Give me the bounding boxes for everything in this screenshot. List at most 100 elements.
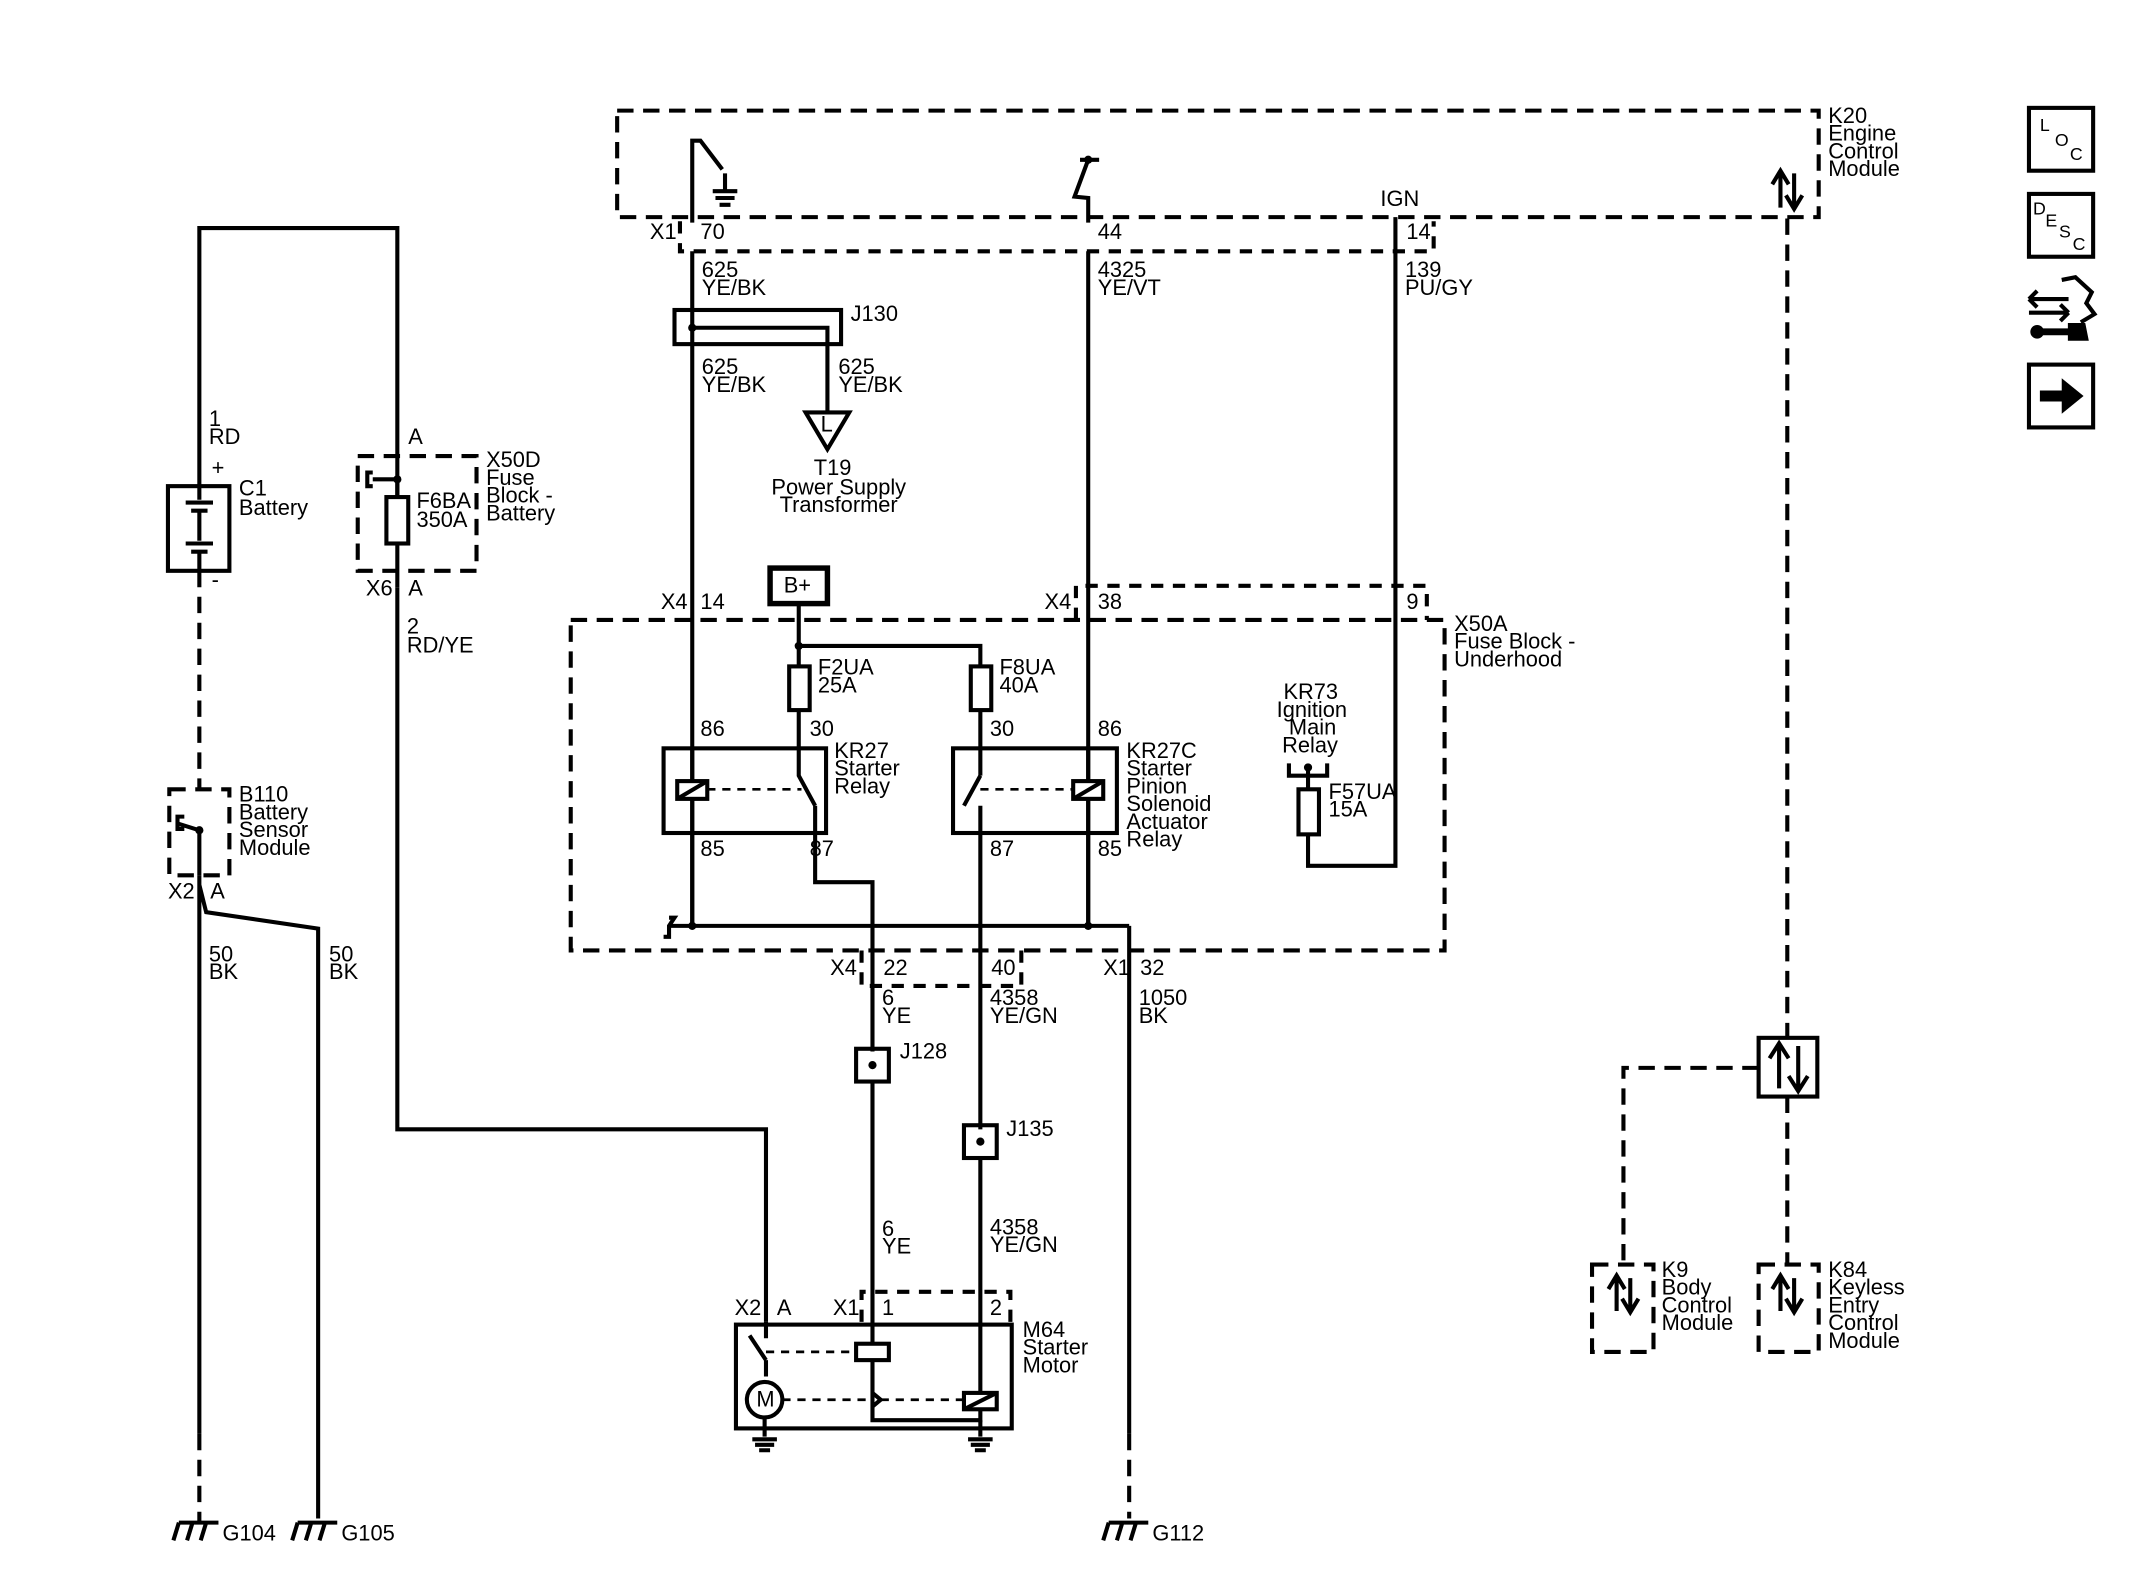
k9-body-control-module: K9 Body Control Module [1589,1257,1733,1354]
svg-text:T19: T19 [814,455,852,480]
svg-text:Underhood: Underhood [1454,646,1562,671]
svg-text:G112: G112 [1152,1520,1204,1545]
svg-text:RD: RD [209,424,241,449]
svg-text:86: 86 [700,716,724,741]
svg-text:D: D [2033,198,2046,218]
next-arrow-button[interactable] [2026,362,2096,430]
svg-text:Relay: Relay [834,773,890,798]
svg-text:Module: Module [1828,1328,1900,1353]
svg-text:625: 625 [838,354,874,379]
svg-text:B+: B+ [784,573,811,598]
svg-text:C: C [2073,234,2086,254]
svg-text:14: 14 [700,589,724,614]
k20-engine-control-module: K20 Engine Control Module IGN [615,103,1900,223]
svg-text:4325: 4325 [1098,257,1147,282]
svg-text:BK: BK [1139,1003,1169,1028]
svg-text:Solenoid: Solenoid [1126,791,1211,816]
svg-text:F57UA: F57UA [1329,779,1397,804]
svg-text:Ignition: Ignition [1277,697,1347,722]
svg-text:X2: X2 [735,1295,762,1320]
loc-button[interactable]: L O C [2026,105,2096,173]
svg-text:X50A: X50A [1454,611,1508,636]
b110-battery-sensor-module: B110 Battery Sensor Module X2 A 50 BK 50… [167,782,359,1519]
svg-text:Motor: Motor [1023,1352,1079,1377]
svg-text:BK: BK [329,959,359,984]
svg-text:PU/GY: PU/GY [1405,275,1473,300]
svg-text:J128: J128 [900,1038,947,1063]
svg-text:Control: Control [1662,1292,1732,1317]
svg-text:Relay: Relay [1126,827,1182,852]
svg-text:C: C [2070,144,2083,164]
svg-text:1: 1 [882,1295,894,1320]
svg-text:K20: K20 [1828,103,1867,128]
svg-text:BK: BK [209,959,239,984]
svg-text:G105: G105 [341,1520,394,1545]
splice-j135: J135 [961,1116,1054,1393]
svg-text:YE/BK: YE/BK [838,372,903,397]
svg-text:2: 2 [407,614,419,639]
svg-text:L: L [2040,115,2050,135]
svg-text:X4: X4 [830,955,857,980]
svg-text:Control: Control [1828,1310,1898,1335]
svg-text:40: 40 [991,955,1015,980]
svg-text:X2: X2 [168,879,195,904]
svg-text:Control: Control [1828,138,1898,163]
svg-text:38: 38 [1098,589,1122,614]
svg-text:4358: 4358 [990,1214,1039,1239]
svg-text:X6: X6 [366,575,393,600]
svg-text:J135: J135 [1006,1116,1053,1141]
svg-text:30: 30 [990,716,1014,741]
svg-text:Battery: Battery [239,799,308,824]
svg-text:Sensor: Sensor [239,817,308,842]
svg-text:F6BA: F6BA [416,488,471,513]
svg-text:YE: YE [882,1003,911,1028]
svg-text:X1: X1 [1103,955,1130,980]
svg-text:Module: Module [239,835,311,860]
m64-starter-motor: X2 A X1 1 2 M M64 Starter Motor [733,1289,1088,1453]
x50a-fuse-block-underhood: X4 14 X4 38 9 X50A Fuse Block - Underhoo… [568,565,1575,1434]
svg-text:O: O [2055,130,2069,150]
svg-text:X1: X1 [833,1295,860,1320]
svg-text:M: M [756,1387,774,1412]
desc-button[interactable]: D E S C [2026,191,2096,259]
svg-text:+: + [212,455,225,480]
svg-text:X1: X1 [650,219,677,244]
connector-wrench-icon[interactable] [2027,275,2098,341]
svg-text:25A: 25A [818,672,857,697]
svg-text:M64: M64 [1023,1317,1065,1342]
svg-text:YE: YE [882,1234,911,1259]
svg-text:-: - [212,567,219,592]
b-plus-supply: B+ [767,565,983,667]
svg-text:Fuse Block -: Fuse Block - [1454,629,1575,654]
svg-text:85: 85 [700,836,724,861]
svg-text:Body: Body [1662,1275,1712,1300]
svg-text:K9: K9 [1662,1257,1689,1282]
svg-text:22: 22 [883,955,907,980]
svg-text:K84: K84 [1828,1257,1867,1282]
svg-text:6: 6 [882,985,894,1010]
splice-j128: J128 [854,1038,947,1352]
svg-text:14: 14 [1406,219,1430,244]
svg-text:70: 70 [700,219,724,244]
svg-text:KR27C: KR27C [1126,738,1196,763]
svg-text:87: 87 [990,836,1014,861]
svg-text:Module: Module [1828,156,1900,181]
svg-text:Entry: Entry [1828,1292,1879,1317]
svg-text:YE/BK: YE/BK [702,275,767,300]
svg-text:RD/YE: RD/YE [407,633,474,658]
ign-label: IGN [1380,186,1419,211]
svg-text:KR73: KR73 [1283,679,1338,704]
svg-text:Transformer: Transformer [780,492,898,517]
svg-text:KR27: KR27 [834,738,889,763]
svg-text:YE/GN: YE/GN [990,1232,1058,1257]
svg-text:A: A [777,1295,792,1320]
serial-data-network [1621,218,1820,1265]
svg-text:Battery: Battery [239,495,308,520]
svg-text:L: L [821,412,833,437]
svg-text:86: 86 [1098,716,1122,741]
kr27c-starter-pinion-relay: 30 86 KR27C Starter Pinion Solenoid Actu… [950,716,1211,861]
svg-text:YE/BK: YE/BK [702,372,767,397]
svg-text:32: 32 [1140,955,1164,980]
svg-text:30: 30 [810,716,834,741]
svg-text:Fuse: Fuse [486,465,535,490]
